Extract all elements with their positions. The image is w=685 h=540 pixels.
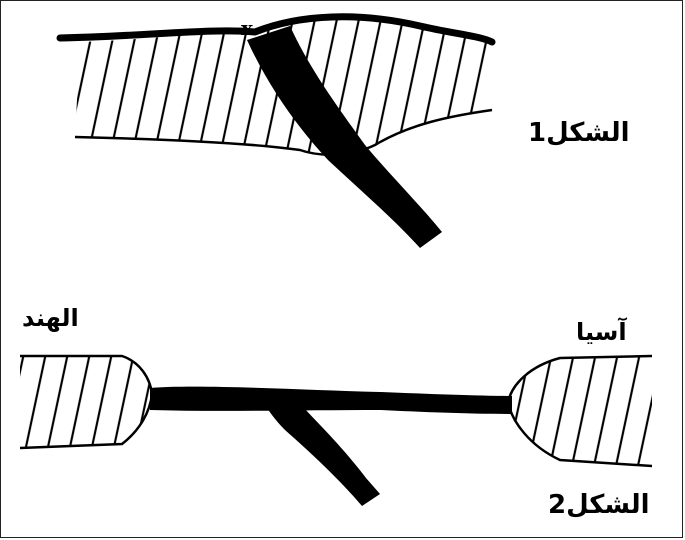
- figure2-left-plate: [20, 356, 152, 448]
- figure1-top-edge: [56, 13, 496, 46]
- figure1-bottom-edge: [74, 108, 493, 156]
- figure2-black-bar: [150, 386, 512, 414]
- figure2-right-plate: [508, 356, 652, 466]
- figure1-group: [56, 13, 496, 248]
- figure2-black-branch: [262, 400, 380, 506]
- figure1-label: الشكل1: [528, 118, 630, 148]
- figure1-black-diagonal: [247, 26, 442, 248]
- figure2-group: [19, 354, 653, 506]
- point-x-label: x: [241, 16, 253, 40]
- figure2-label: الشكل2: [548, 490, 650, 520]
- india-label: الهند: [22, 304, 79, 332]
- asia-label: آسيا: [576, 318, 627, 346]
